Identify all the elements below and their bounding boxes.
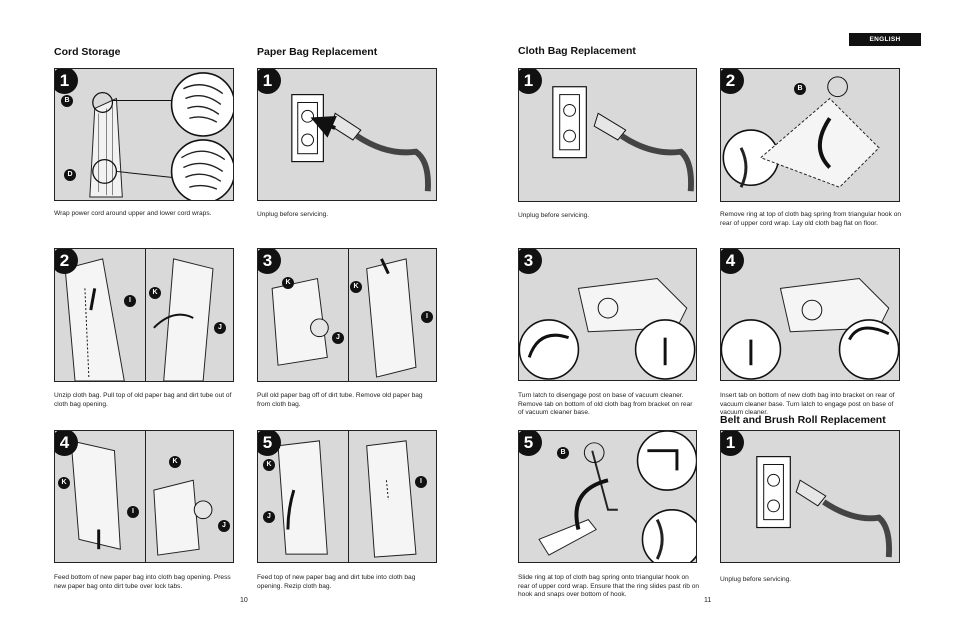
remove-ring-illustration: [721, 69, 899, 201]
callout-label: I: [127, 506, 139, 518]
panel-divider: [348, 431, 350, 562]
page-number-right: 11: [704, 597, 712, 604]
step-number: 4: [721, 249, 744, 274]
step-number: 4: [55, 431, 78, 456]
panel-cord-storage-4: 4 K I K J: [54, 430, 234, 563]
callout-label: D: [64, 169, 76, 181]
caption: Unzip cloth bag. Pull top of old paper b…: [54, 392, 232, 408]
language-tab: ENGLISH: [849, 33, 921, 46]
panel-divider: [145, 249, 147, 381]
caption: Feed bottom of new paper bag into cloth …: [54, 574, 231, 590]
panel-divider: [145, 431, 147, 562]
callout-label: J: [263, 511, 275, 523]
caption: Unplug before servicing.: [257, 211, 329, 218]
rezip-bag-illustration: [258, 431, 436, 562]
panel-cloth-bag-4: 4: [720, 248, 900, 381]
remove-paper-bag-illustration: [258, 249, 436, 381]
caption: Insert tab on bottom of new cloth bag in…: [720, 392, 895, 417]
callout-label: I: [415, 476, 427, 488]
feed-paper-bag-illustration: [55, 431, 233, 562]
callout-label: K: [282, 277, 294, 289]
page-number-left: 10: [240, 597, 248, 604]
caption: Feed top of new paper bag and dirt tube …: [257, 574, 416, 590]
panel-cloth-bag-1: 1: [518, 68, 697, 202]
belt-brush-heading: Belt and Brush Roll Replacement: [720, 414, 886, 426]
callout-label: J: [214, 322, 226, 334]
cord-storage-heading: Cord Storage: [54, 46, 121, 58]
callout-label: I: [421, 311, 433, 323]
panel-paper-bag-5: 5 K J I: [257, 430, 437, 563]
caption: Wrap power cord around upper and lower c…: [54, 210, 212, 217]
panel-cord-storage-1: 1 B D: [54, 68, 234, 201]
caption: Unplug before servicing.: [518, 212, 590, 219]
step-number: 3: [258, 249, 281, 274]
cord-wrap-illustration: [55, 69, 233, 200]
callout-label: K: [350, 281, 362, 293]
panel-divider: [348, 249, 350, 381]
cloth-bag-heading: Cloth Bag Replacement: [518, 45, 636, 57]
caption: Pull old paper bag off of dirt tube. Rem…: [257, 392, 423, 408]
step-number: 1: [519, 69, 542, 94]
unplug-illustration: [721, 431, 899, 562]
panel-cloth-bag-5: 5 B: [518, 430, 697, 563]
callout-label: K: [58, 477, 70, 489]
callout-label: B: [794, 83, 806, 95]
panel-paper-bag-1: 1: [257, 68, 437, 201]
engage-latch-illustration: [721, 249, 899, 380]
callout-label: J: [218, 520, 230, 532]
callout-label: B: [61, 95, 73, 107]
callout-label: J: [332, 332, 344, 344]
step-number: 1: [721, 431, 744, 456]
attach-ring-illustration: [519, 431, 696, 562]
panel-cloth-bag-3: 3: [518, 248, 697, 381]
paper-bag-heading: Paper Bag Replacement: [257, 46, 378, 58]
callout-label: B: [557, 447, 569, 459]
step-number: 2: [55, 249, 78, 274]
callout-label: K: [169, 456, 181, 468]
turn-latch-illustration: [519, 249, 696, 380]
unplug-illustration: [258, 69, 436, 200]
step-number: 3: [519, 249, 542, 274]
panel-belt-brush-1: 1: [720, 430, 900, 563]
step-number: 5: [519, 431, 542, 456]
panel-paper-bag-3: 3 K J K I: [257, 248, 437, 382]
callout-label: I: [124, 295, 136, 307]
caption: Slide ring at top of cloth bag spring on…: [518, 574, 700, 599]
caption: Remove ring at top of cloth bag spring f…: [720, 211, 902, 227]
step-number: 5: [258, 431, 281, 456]
unplug-illustration: [519, 69, 696, 201]
caption: Turn latch to disengage post on base of …: [518, 392, 693, 417]
panel-cord-storage-2: 2 I K J: [54, 248, 234, 382]
step-number: 1: [258, 69, 281, 94]
caption: Unplug before servicing.: [720, 576, 792, 583]
panel-cloth-bag-2: 2 B: [720, 68, 900, 202]
unzip-bag-illustration: [55, 249, 233, 381]
callout-label: K: [263, 459, 275, 471]
step-number: 1: [55, 69, 78, 94]
step-number: 2: [721, 69, 744, 94]
callout-label: K: [149, 287, 161, 299]
